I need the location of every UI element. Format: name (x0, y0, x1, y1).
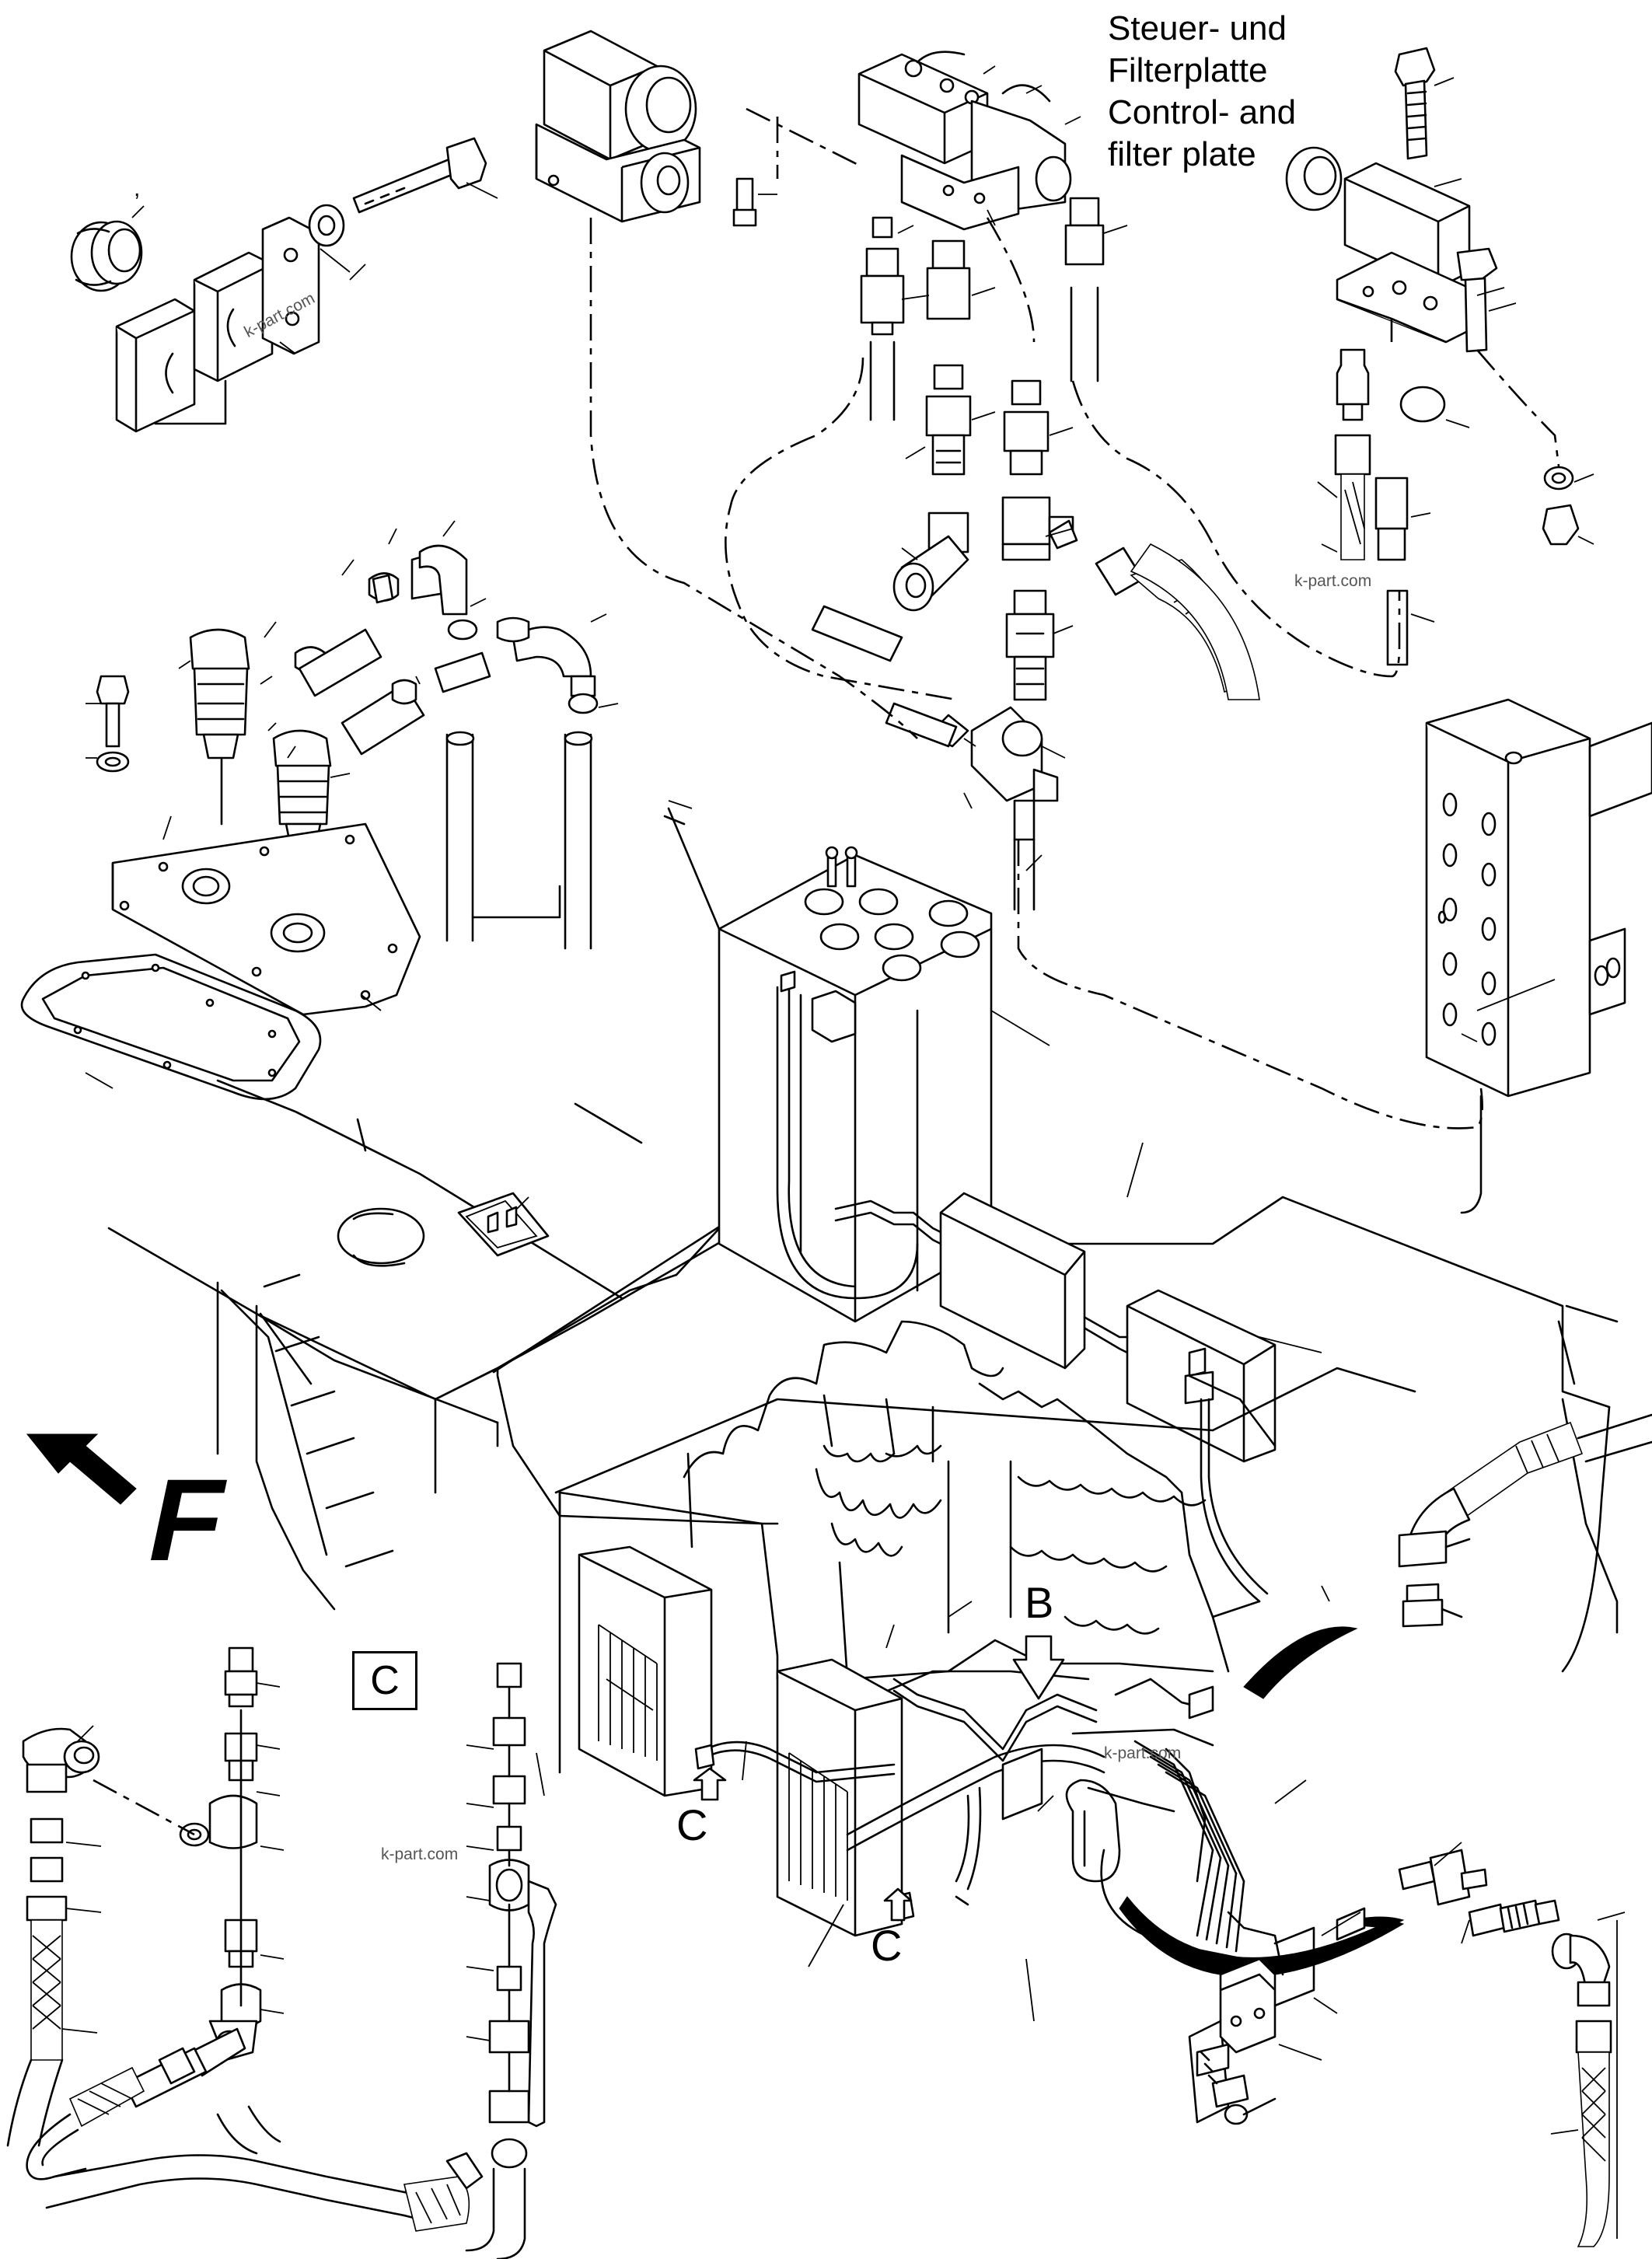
filter-plate-assembly (1285, 47, 1594, 546)
hose-right-top (1130, 543, 1260, 700)
grommet (70, 220, 143, 292)
stray-mark: , (134, 176, 141, 201)
title-line-4: filter plate (1108, 135, 1256, 173)
title-line-2: Filterplatte (1108, 51, 1268, 89)
title-line-3: Control- and (1108, 93, 1297, 131)
view-c-label-left: C (676, 1800, 708, 1849)
clamp-assembly (70, 137, 498, 433)
electrical-box-1 (939, 1192, 1086, 1370)
valve-block-right (1425, 698, 1652, 1214)
view-c-arrow-right (883, 1887, 913, 1922)
electrical-box-2 (1126, 1289, 1277, 1603)
fittings-bottom-right (1398, 1842, 1626, 2247)
valve-bracket-bottom (1188, 1907, 1366, 2125)
filter-box-left (578, 1545, 713, 1797)
clamp-plate (261, 216, 320, 355)
strainer-assembly (86, 520, 619, 950)
control-valve-center (857, 51, 1081, 231)
detail-c (6, 1646, 557, 2259)
clamp-washer (308, 204, 345, 247)
title-line-1: Steuer- und (1108, 9, 1287, 47)
watermark-2: k-part.com (1294, 572, 1372, 590)
tank-tower (667, 807, 1191, 1385)
tank-cover (111, 822, 421, 1016)
right-fittings-group (1317, 348, 1435, 666)
center-fitting-stack (811, 197, 1249, 911)
title-block: Steuer- und Filterplatte Control- and fi… (1108, 8, 1296, 176)
tank-gasket (20, 953, 322, 1101)
hose-right-middle (1398, 1413, 1652, 1628)
clamp-half-front (115, 298, 196, 433)
detail-c-label: C (352, 1651, 417, 1710)
view-c-label-right: C (871, 1921, 903, 1970)
view-b-label: B (1025, 1578, 1054, 1627)
solenoid-valve-left (535, 30, 701, 223)
direction-arrow (26, 1433, 137, 1505)
clamp-bolt (352, 137, 487, 214)
clamp-half-back (193, 251, 274, 382)
filter-box-center (776, 1658, 903, 1937)
watermark-4: k-part.com (1104, 1744, 1182, 1762)
view-c-arrow-left (693, 1767, 727, 1801)
view-b-arrow (1012, 1635, 1065, 1700)
bolt-small (732, 177, 777, 227)
leader-lines (536, 792, 1556, 2061)
watermark-3: k-part.com (381, 1845, 459, 1863)
